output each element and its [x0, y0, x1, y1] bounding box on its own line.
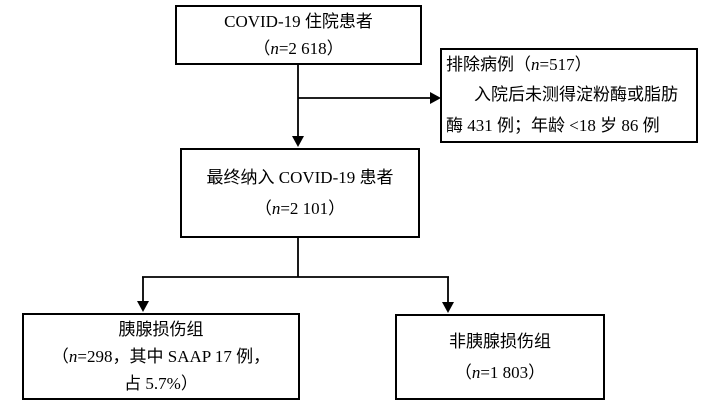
- paren-open: （: [253, 39, 271, 58]
- arrowhead-down-non-pancreatic-icon: [442, 302, 454, 313]
- box-non-pancreatic-injury-group: 非胰腺损伤组 （n=1 803）: [395, 314, 605, 400]
- final-included-count: （n=2 101）: [255, 193, 345, 224]
- excluded-reason-text: 酶 431 例；年龄 <18 岁 86 例: [446, 115, 660, 135]
- n-symbol: n: [270, 39, 279, 58]
- paren-open: （: [254, 199, 272, 218]
- excluded-label: 排除病例（: [446, 55, 531, 75]
- count-value: =298，其中 SAAP 17 例，: [77, 346, 271, 366]
- final-included-title: 最终纳入 COVID-19 患者: [207, 162, 394, 193]
- pancreatic-group-label: 胰腺损伤组: [118, 319, 204, 339]
- n-symbol: n: [471, 363, 481, 382]
- n-symbol: n: [531, 55, 540, 75]
- covid-inpatients-title: COVID-19 住院患者: [224, 8, 373, 35]
- pancreatic-group-count-line-1: （n=298，其中 SAAP 17 例，: [52, 343, 270, 370]
- count-value: =517）: [539, 55, 592, 75]
- pancreatic-group-title: 胰腺损伤组: [119, 316, 204, 343]
- box-excluded-cases: 排除病例（n=517） 入院后未测得淀粉酶或脂肪 酶 431 例；年龄 <18 …: [440, 48, 698, 143]
- non-pancreatic-group-title: 非胰腺损伤组: [449, 326, 551, 357]
- pancreatic-group-count-line-2: 占 5.7%）: [124, 370, 198, 397]
- arrowhead-down-pancreatic-icon: [137, 301, 149, 312]
- non-pancreatic-group-count: （n=1 803）: [455, 357, 545, 388]
- box-final-included: 最终纳入 COVID-19 患者 （n=2 101）: [180, 148, 420, 238]
- paren-open: （: [454, 363, 472, 382]
- excluded-reason-line-2: 酶 431 例；年龄 <18 岁 86 例: [446, 111, 660, 141]
- percentage-text: 占 5.7%）: [124, 374, 198, 394]
- arrowhead-down-final-icon: [292, 136, 304, 147]
- count-value: =2 618）: [278, 39, 344, 58]
- n-symbol: n: [68, 346, 78, 366]
- excluded-reason-text: 入院后未测得淀粉酶或脂肪: [474, 85, 678, 105]
- covid-inpatients-label: COVID-19 住院患者: [224, 11, 373, 31]
- n-symbol: n: [271, 199, 281, 218]
- non-pancreatic-group-label: 非胰腺损伤组: [449, 331, 551, 351]
- paren-open: （: [51, 346, 69, 366]
- box-pancreatic-injury-group: 胰腺损伤组 （n=298，其中 SAAP 17 例， 占 5.7%）: [22, 313, 300, 400]
- box-covid-inpatients: COVID-19 住院患者 （n=2 618）: [175, 5, 422, 65]
- count-value: =1 803）: [480, 363, 546, 382]
- excluded-reason-line-1: 入院后未测得淀粉酶或脂肪: [446, 80, 678, 110]
- excluded-cases-title: 排除病例（n=517）: [446, 50, 592, 80]
- final-included-label: 最终纳入 COVID-19 患者: [206, 167, 394, 187]
- covid-inpatients-count: （n=2 618）: [253, 35, 343, 62]
- count-value: =2 101）: [280, 199, 346, 218]
